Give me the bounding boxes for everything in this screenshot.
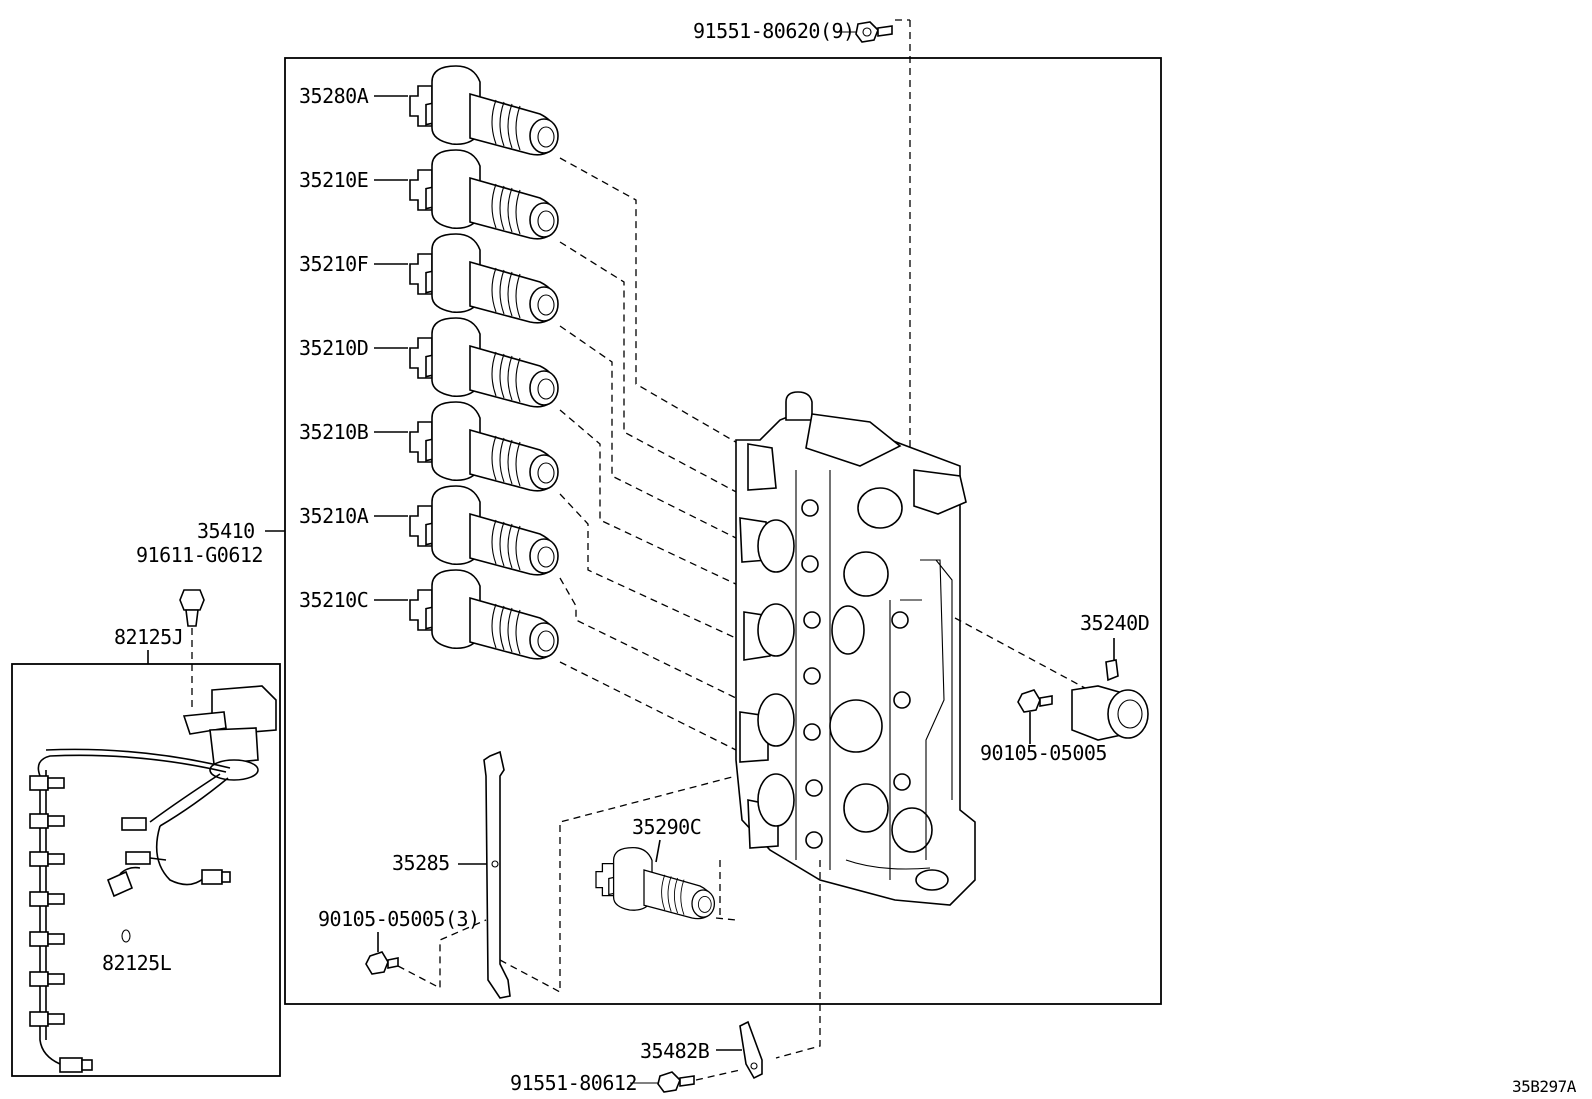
solenoid-35280A-icon bbox=[409, 65, 559, 156]
solenoid-35210C-icon bbox=[409, 569, 559, 660]
label-91611-G0612[interactable]: 91611-G0612 bbox=[136, 543, 263, 567]
solenoid-35210D-icon bbox=[409, 317, 559, 408]
label-90105-05005-3[interactable]: 90105-05005(3) bbox=[318, 907, 480, 931]
label-35210E[interactable]: 35210E bbox=[299, 168, 369, 192]
solenoid-leader-lines bbox=[559, 157, 747, 753]
solenoid-35290C-icon bbox=[595, 846, 716, 920]
label-35290C[interactable]: 35290C bbox=[632, 815, 702, 839]
label-91551-80612[interactable]: 91551-80612 bbox=[510, 1071, 637, 1095]
bolt-top-icon bbox=[855, 21, 893, 43]
valve-body-icon bbox=[735, 391, 976, 906]
label-35210A[interactable]: 35210A bbox=[299, 504, 369, 528]
label-35210C[interactable]: 35210C bbox=[299, 588, 369, 612]
bolt-sensor-icon bbox=[1017, 689, 1053, 713]
bolt-bracket-icon bbox=[657, 1071, 695, 1093]
diagram-code: 35B297A bbox=[1512, 1077, 1577, 1096]
solenoid-35210A-icon bbox=[409, 485, 559, 576]
solenoid-35210B-icon bbox=[409, 401, 559, 492]
label-35210D[interactable]: 35210D bbox=[299, 336, 369, 360]
label-35210F[interactable]: 35210F bbox=[299, 252, 369, 276]
label-35280A[interactable]: 35280A bbox=[299, 84, 369, 108]
label-90105-05005[interactable]: 90105-05005 bbox=[980, 741, 1107, 765]
solenoid-35210E-icon bbox=[409, 149, 559, 240]
bracket-35482B-icon bbox=[739, 1020, 763, 1080]
label-82125L[interactable]: 82125L bbox=[102, 951, 172, 975]
label-35482B[interactable]: 35482B bbox=[640, 1039, 710, 1063]
sensor-35240D-icon bbox=[1071, 659, 1149, 741]
label-35410[interactable]: 35410 bbox=[197, 519, 255, 543]
solenoid-35210F-icon bbox=[409, 233, 559, 324]
label-35240D[interactable]: 35240D bbox=[1080, 611, 1150, 635]
label-82125J[interactable]: 82125J bbox=[114, 625, 184, 649]
bolt-plate-icon bbox=[365, 951, 399, 975]
plate-35285-icon bbox=[483, 750, 511, 999]
label-91551-80620[interactable]: 91551-80620(9) bbox=[693, 19, 855, 43]
bolt-harness-icon bbox=[179, 589, 205, 627]
harness-82125J-icon bbox=[29, 685, 277, 1073]
label-35285[interactable]: 35285 bbox=[392, 851, 450, 875]
label-35210B[interactable]: 35210B bbox=[299, 420, 369, 444]
harness-group-box bbox=[11, 663, 281, 1077]
